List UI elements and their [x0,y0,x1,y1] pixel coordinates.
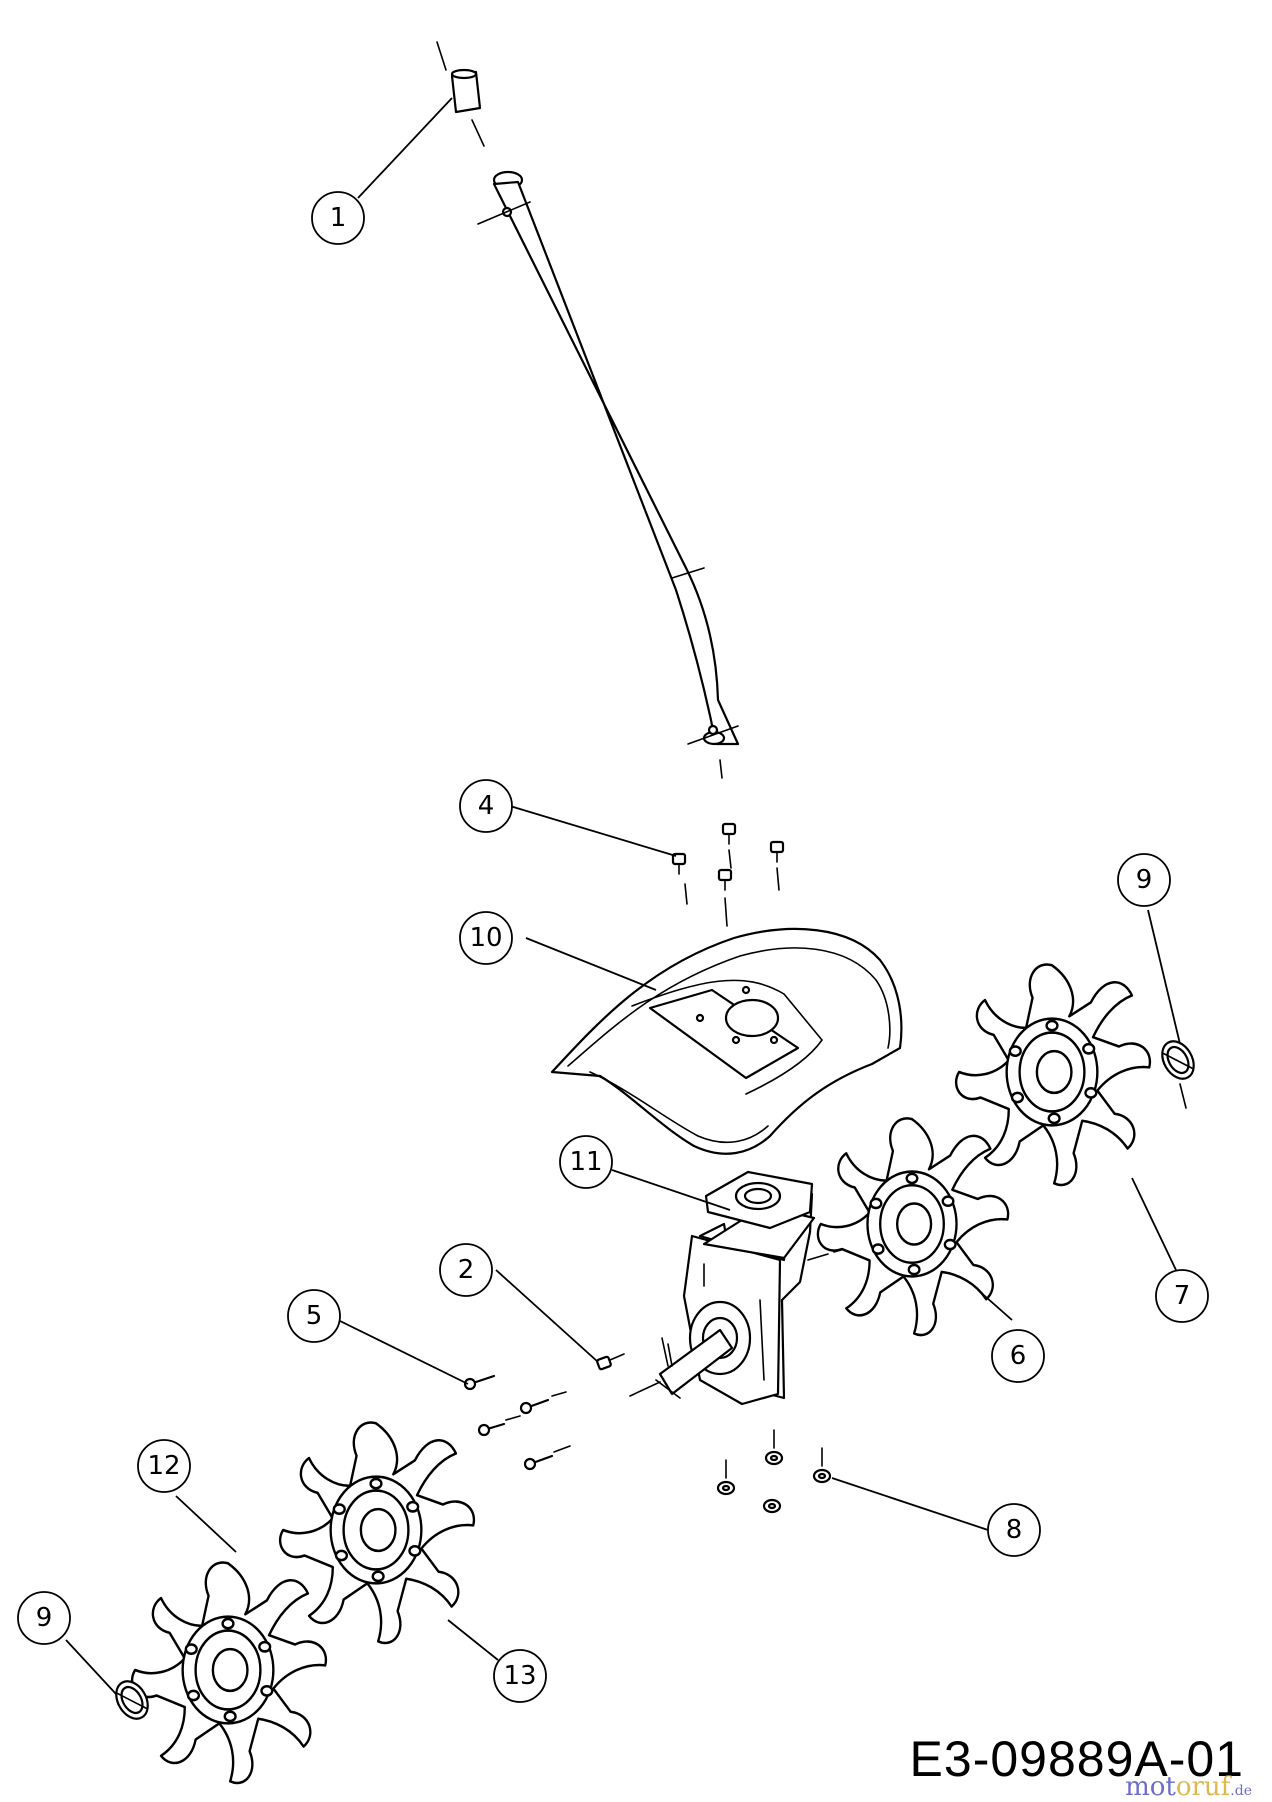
tine-assembly-left-inner [278,1421,476,1645]
watermark: motoruf.de [1125,1772,1252,1802]
callout-5: 5 [287,1289,341,1343]
gearbox-housing [629,1170,849,1406]
tine-shield [550,927,903,1155]
svg-text:12: 12 [147,1451,180,1481]
svg-text:8: 8 [1006,1515,1023,1545]
svg-text:5: 5 [306,1301,323,1331]
gearbox-bolt [596,1337,673,1371]
gearbox-nuts [716,1429,832,1514]
svg-text:7: 7 [1174,1281,1191,1311]
tine-assembly-left-outer [130,1561,328,1785]
tine-assembly-right-inner [816,1117,1010,1337]
svg-text:11: 11 [569,1147,602,1177]
handle-grip-cap [436,41,485,147]
drawing-code: E3-09889A-01 [909,1731,1244,1787]
svg-text:9: 9 [1136,865,1153,895]
callout-10: 10 [459,911,513,965]
callout-2: 2 [439,1243,493,1297]
callout-7: 7 [1155,1269,1209,1323]
handle-tube [477,170,740,779]
svg-text:4: 4 [478,791,495,821]
callout-9-right: 9 [1117,853,1171,907]
callout-13: 13 [493,1649,547,1703]
svg-text:6: 6 [1010,1341,1027,1371]
svg-text:10: 10 [469,923,502,953]
leader-lines [65,97,1181,1695]
tine-bolts [463,1374,571,1471]
callout-1: 1 [311,191,365,245]
svg-text:1: 1 [330,203,347,233]
callout-6: 6 [991,1329,1045,1383]
callout-11: 11 [559,1135,613,1189]
svg-text:2: 2 [458,1255,475,1285]
shield-bolts [671,822,785,927]
svg-text:9: 9 [36,1603,53,1633]
hairpin-clip-right [1154,1034,1202,1109]
svg-text:13: 13 [503,1661,536,1691]
callout-8: 8 [987,1503,1041,1557]
callout-9-left: 9 [17,1591,71,1645]
callout-12: 12 [137,1439,191,1493]
callout-4: 4 [459,779,513,833]
